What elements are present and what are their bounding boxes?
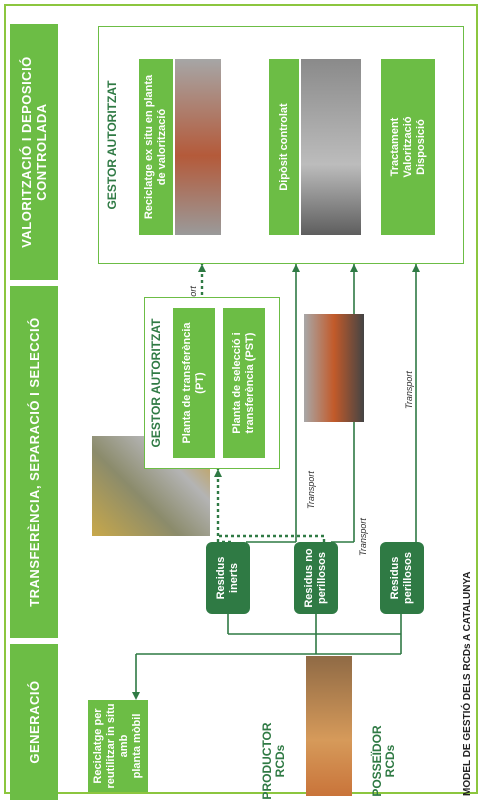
final-recycling: Reciclatge ex situ en planta de valoritz… (139, 59, 173, 235)
transfer-manager-box: GESTOR AUTORITZAT Planta de transferènci… (144, 297, 280, 469)
transfer-manager-title: GESTOR AUTORITZAT (149, 318, 163, 448)
onsite-recycling-box: Reciclatge per reutilitzar in situ amb p… (88, 700, 148, 792)
construction-photo (306, 656, 352, 796)
productor-text: PRODUCTOR RCDs (260, 722, 287, 800)
diagram-frame: GENERACIÓ TRANSFERÈNCIA, SEPARACIÓ I SEL… (4, 4, 478, 800)
final-tractament-text: Tractament Valorització Disposició (388, 116, 427, 178)
transfer-plant-pt-text: Planta de transferència (PT) (181, 322, 206, 444)
final-diposit-text: Dipòsit controlat (277, 103, 290, 191)
onsite-recycling-text: Reciclatge per reutilitzar in situ amb p… (92, 703, 143, 789)
recycling-plant-photo (175, 59, 221, 235)
transport-label-3: Transport (404, 371, 414, 409)
final-recycling-text: Reciclatge ex situ en planta de valoritz… (143, 74, 168, 220)
final-tractament: Tractament Valorització Disposició (381, 59, 435, 235)
waste-no-perillosos: Residus no perillosos (294, 542, 338, 614)
waste-no-perillosos-text: Residus no perillosos (303, 548, 328, 608)
transfer-plant-pst: Planta de selecció i transferència (PST) (223, 308, 265, 458)
waste-perillosos-text: Residus perillosos (389, 552, 414, 604)
truck-photo (304, 314, 364, 422)
diagram-stage: GENERACIÓ TRANSFERÈNCIA, SEPARACIÓ I SEL… (6, 14, 480, 804)
transfer-plant-pt: Planta de transferència (PT) (173, 308, 215, 458)
final-diposit: Dipòsit controlat (269, 59, 299, 235)
final-manager-box: GESTOR AUTORITZAT Reciclatge ex situ en … (98, 26, 464, 264)
transport-label-2: Transport (358, 518, 368, 556)
transport-label-1: Transport (306, 471, 316, 509)
transfer-plant-pst-text: Planta de selecció i transferència (PST) (231, 332, 256, 434)
final-manager-title: GESTOR AUTORITZAT (105, 80, 119, 210)
waste-inerts: Residus inerts (206, 542, 250, 614)
diagram-footer-title: MODEL DE GESTIÓ DELS RCDs A CATALUNYA (462, 571, 473, 796)
productor-label: PRODUCTOR RCDs (244, 722, 304, 799)
waste-inerts-text: Residus inerts (215, 556, 240, 600)
posseidor-label: POSSEÏDOR RCDs (354, 725, 414, 797)
waste-perillosos: Residus perillosos (380, 542, 424, 614)
posseidor-text: POSSEÏDOR RCDs (370, 725, 397, 797)
landfill-photo (301, 59, 361, 235)
